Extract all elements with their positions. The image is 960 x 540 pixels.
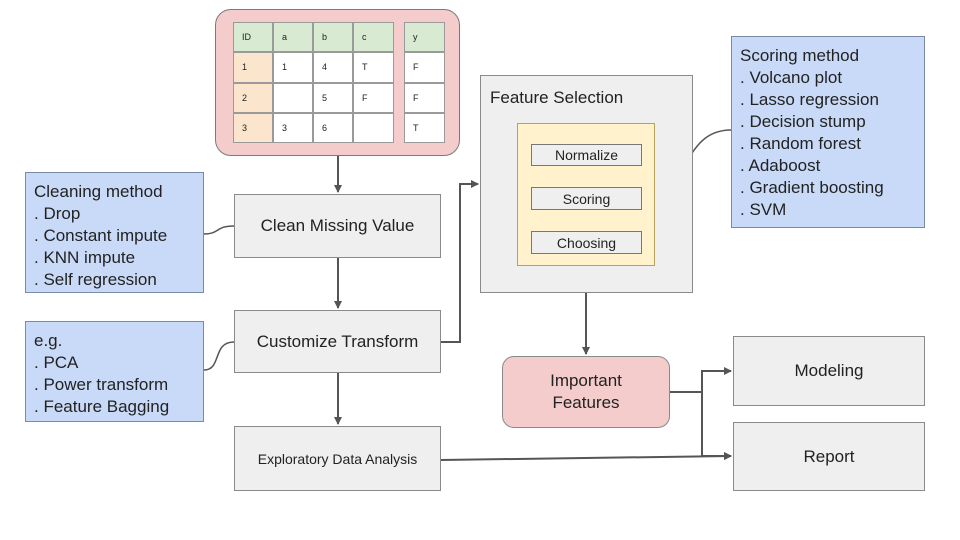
scoring-method-title: Scoring method (740, 46, 860, 65)
clean-missing-value-step: Clean Missing Value (234, 194, 441, 258)
transform-example-item: . Feature Bagging (34, 397, 170, 416)
callout-transform (203, 341, 235, 371)
scoring-method-item: . Random forest (740, 134, 861, 153)
cleaning-method-item: . KNN impute (34, 248, 136, 267)
table-header-cell: ID (233, 22, 273, 52)
scoring-method-item: . Gradient boosting (740, 178, 884, 197)
table-cell: 1 (233, 52, 273, 83)
table-header-cell: a (273, 22, 313, 52)
scoring-method-note: Scoring method . Volcano plot . Lasso re… (731, 36, 925, 228)
table-cell: 3 (273, 113, 313, 143)
cleaning-method-item: . Constant impute (34, 226, 168, 245)
transform-example-item: . PCA (34, 353, 79, 372)
cleaning-method-title: Cleaning method (34, 182, 163, 201)
important-features-node: Important Features (502, 356, 670, 428)
transform-examples-title: e.g. (34, 331, 63, 350)
important-features-line2: Features (552, 393, 620, 412)
scoring-method-item: . Volcano plot (740, 68, 843, 87)
scoring-substep: Scoring (531, 187, 642, 210)
table-cell: 6 (313, 113, 353, 143)
arrow-transform-to-feature-selection (441, 180, 479, 343)
feature-selection-title: Feature Selection (490, 88, 624, 107)
table-cell: 2 (233, 83, 273, 113)
table-cell: F (353, 83, 394, 113)
table-header-cell: y (404, 22, 445, 52)
cleaning-method-item: . Drop (34, 204, 81, 223)
table-cell: 4 (313, 52, 353, 83)
exploratory-data-analysis-step: Exploratory Data Analysis (234, 426, 441, 491)
table-cell: T (353, 52, 394, 83)
important-features-line1: Important (550, 371, 622, 390)
callout-cleaning (203, 225, 235, 235)
table-cell: 1 (273, 52, 313, 83)
cleaning-method-note: Cleaning method . Drop . Constant impute… (25, 172, 204, 293)
transform-examples-note: e.g. . PCA . Power transform . Feature B… (25, 321, 204, 422)
table-cell: 5 (313, 83, 353, 113)
table-cell: T (404, 113, 445, 143)
arrow-important-to-report (701, 392, 732, 460)
choosing-substep: Choosing (531, 231, 642, 254)
scoring-method-item: . SVM (740, 200, 787, 219)
arrow-important-to-modeling (670, 367, 732, 393)
table-cell (353, 113, 394, 143)
transform-example-item: . Power transform (34, 375, 169, 394)
report-output: Report (733, 422, 925, 491)
arrow-eda-to-report (440, 452, 732, 461)
table-cell: F (404, 52, 445, 83)
modeling-output: Modeling (733, 336, 925, 406)
scoring-method-item: . Decision stump (740, 112, 866, 131)
scoring-method-item: . Adaboost (740, 156, 821, 175)
cleaning-method-item: . Self regression (34, 270, 157, 289)
table-header-cell: b (313, 22, 353, 52)
scoring-method-item: . Lasso regression (740, 90, 879, 109)
table-cell: F (404, 83, 445, 113)
normalize-substep: Normalize (531, 144, 642, 166)
table-header-cell: c (353, 22, 394, 52)
customize-transform-step: Customize Transform (234, 310, 441, 373)
table-cell (273, 83, 313, 113)
table-cell: 3 (233, 113, 273, 143)
